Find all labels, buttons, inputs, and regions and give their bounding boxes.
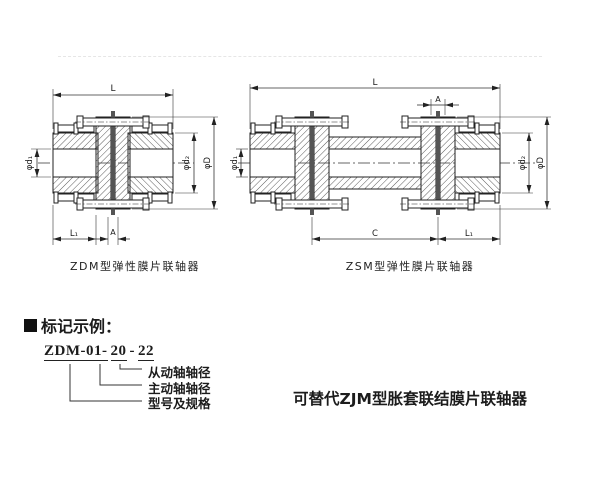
dim-d2: φd₂ bbox=[502, 132, 533, 194]
dim-label-L1: L₁ bbox=[70, 229, 78, 239]
dim-label-D: φD bbox=[203, 156, 213, 169]
right-hub bbox=[127, 122, 174, 204]
dim-label-D: φD bbox=[536, 156, 546, 169]
replacement-note: 可替代ZJM型胀套联结膜片联轴器 bbox=[293, 390, 527, 408]
dim-C: C bbox=[311, 217, 439, 245]
dim-label-L: L bbox=[372, 78, 377, 88]
dim-label-A: A bbox=[435, 95, 441, 104]
dim-label-C: C bbox=[372, 229, 378, 239]
code-driving-diameter: 20 bbox=[110, 343, 127, 361]
dim-A: A bbox=[417, 95, 459, 115]
zsm-coupling-diagram: L A φd₁ φd₂ φD bbox=[230, 78, 551, 245]
dim-D: φD bbox=[457, 116, 551, 210]
dim-d1: φd₁ bbox=[230, 148, 248, 178]
zdm-caption: ZDM型弹性膜片联轴器 bbox=[70, 260, 200, 273]
dim-L1: L₁ bbox=[52, 205, 97, 245]
left-hub bbox=[52, 122, 99, 204]
dim-d2: φd₂ bbox=[175, 132, 198, 194]
code-model-spec: ZDM-01- bbox=[44, 343, 108, 361]
dim-label-L1: L₁ bbox=[465, 229, 473, 239]
marking-leader-lines bbox=[69, 364, 142, 402]
label-model-and-spec: 型号及规格 bbox=[148, 396, 211, 411]
zdm-coupling-diagram: L φd₁ φd₂ φD L₁ bbox=[25, 84, 218, 245]
label-driven-shaft-diameter: 从动轴轴径 bbox=[148, 365, 211, 380]
dim-label-d1: φd₁ bbox=[230, 156, 240, 170]
marking-code: ZDM-01-20-22 bbox=[44, 343, 154, 361]
dim-label-d2: φd₂ bbox=[518, 156, 528, 170]
dim-D: φD bbox=[132, 116, 218, 210]
right-hub bbox=[454, 122, 501, 204]
label-driving-shaft-diameter: 主动轴轴径 bbox=[148, 381, 211, 396]
scan-artifact-line bbox=[58, 56, 542, 57]
marking-example-heading: 标记示例： bbox=[24, 313, 121, 337]
section-marker-icon bbox=[24, 318, 37, 332]
code-separator: - bbox=[129, 343, 135, 359]
left-hub bbox=[249, 122, 296, 204]
dim-label-A: A bbox=[110, 228, 116, 237]
dim-L: L bbox=[249, 78, 501, 129]
dim-L1: L₁ bbox=[438, 205, 501, 245]
dim-label-d1: φd₁ bbox=[25, 156, 35, 170]
dim-label-d2: φd₂ bbox=[182, 156, 192, 170]
dim-L: L bbox=[52, 84, 174, 129]
code-driven-diameter: 22 bbox=[138, 343, 154, 361]
dim-A: A bbox=[96, 217, 130, 245]
marking-heading-text: 标记示例： bbox=[41, 317, 122, 336]
dim-label-L: L bbox=[110, 84, 115, 94]
dim-d1: φd₁ bbox=[25, 148, 51, 178]
zsm-caption: ZSM型弹性膜片联轴器 bbox=[345, 260, 475, 273]
spacer-tube bbox=[328, 136, 422, 190]
